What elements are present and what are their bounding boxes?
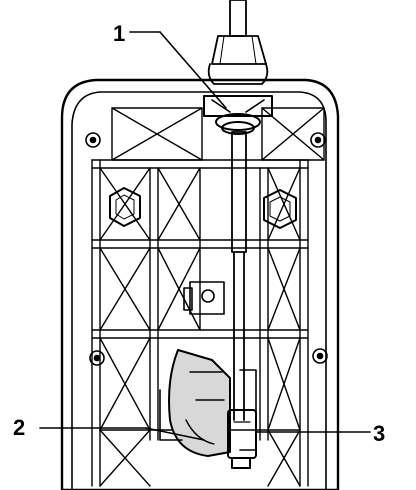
cable-retaining-clip [203,95,273,135]
callout-3: 3 [373,421,386,446]
callout-1: 1 [113,21,126,46]
gear-lever [159,349,257,457]
housing-plate [60,78,340,490]
callout-2: 2 [13,415,26,440]
corner-screws [85,132,328,366]
leader-lines [39,31,371,441]
selector-cable [207,0,269,85]
hex-bolt-right [263,189,297,229]
leader-line-2-diag [145,427,205,441]
cable-end-piece [227,409,257,469]
leader-line-1-diag [159,31,227,109]
cable-rod [231,131,247,421]
bracket-clip [183,281,225,315]
hex-bolt-left [109,187,141,227]
